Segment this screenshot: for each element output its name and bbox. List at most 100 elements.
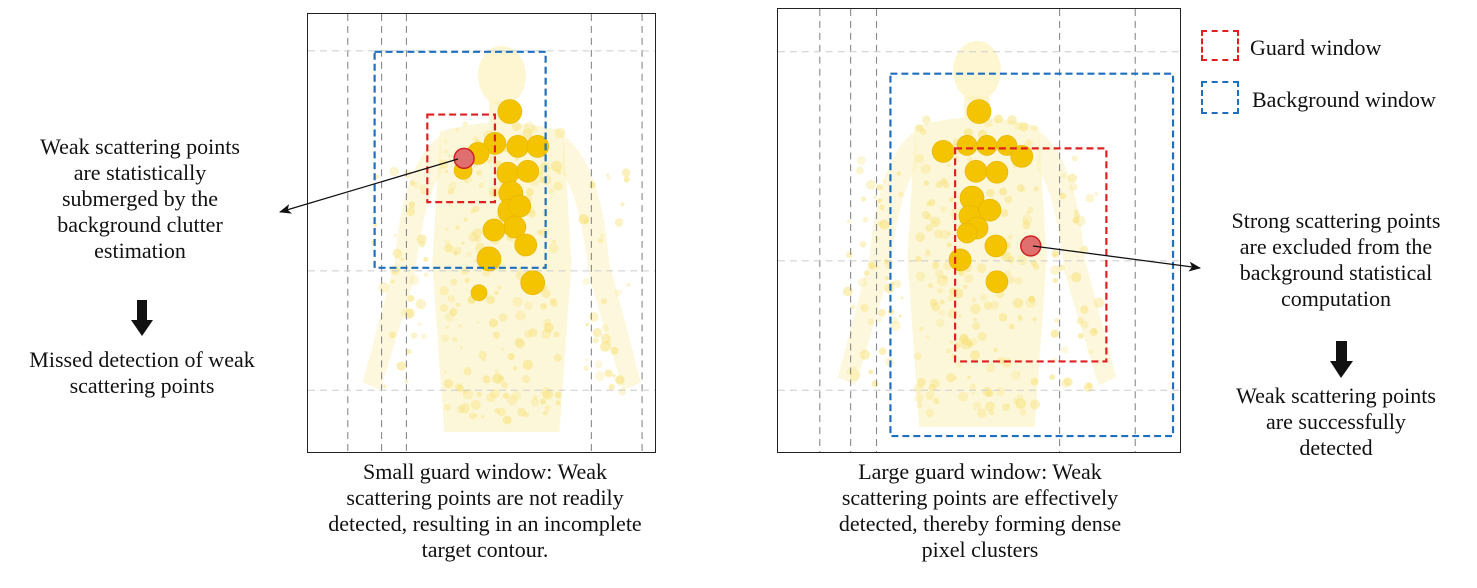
weak-scatter-point	[449, 204, 453, 208]
weak-scatter-point	[439, 285, 449, 296]
left-caption-line: target contour.	[421, 537, 549, 562]
weak-scatter-point	[919, 326, 924, 331]
weak-scatter-point	[859, 349, 870, 360]
weak-scatter-point	[464, 179, 469, 184]
weak-scatter-point	[868, 369, 874, 375]
weak-scatter-point	[916, 402, 923, 409]
weak-scatter-point	[932, 220, 937, 225]
weak-scatter-point	[1021, 214, 1033, 226]
weak-scatter-point	[407, 295, 415, 302]
weak-scatter-point	[922, 115, 931, 124]
strong-scatter-point	[984, 234, 1008, 258]
left-result-line: Missed detection of weak	[29, 347, 255, 372]
weak-scatter-point	[946, 372, 956, 383]
right-result-line: Weak scattering points	[1236, 383, 1436, 408]
weak-scatter-point	[1000, 208, 1009, 218]
left-caption: Small guard window: Weak scattering poin…	[300, 459, 670, 563]
torso-shape	[432, 122, 572, 433]
weak-scatter-point	[550, 299, 558, 307]
weak-scatter-point	[983, 301, 993, 310]
strong-scatter-point	[506, 135, 530, 158]
weak-scatter-point	[958, 314, 962, 318]
right-panel-image	[777, 8, 1181, 453]
weak-scatter-point	[466, 251, 472, 258]
guard-window-swatch	[1201, 30, 1239, 61]
weak-scatter-point	[890, 316, 899, 325]
weak-scatter-point	[600, 341, 611, 352]
weak-scatter-point	[1001, 357, 1012, 368]
weak-scatter-point	[884, 283, 895, 294]
weak-scatter-point	[1019, 408, 1027, 416]
weak-scatter-point	[898, 191, 904, 197]
weak-scatter-point	[443, 139, 448, 144]
weak-scatter-point	[594, 360, 603, 369]
right-arm-shape	[561, 135, 642, 391]
weak-scatter-point	[601, 298, 607, 305]
weak-scatter-point	[1018, 316, 1023, 321]
weak-scatter-point	[443, 378, 454, 389]
weak-scatter-point	[468, 412, 477, 420]
weak-scatter-point	[1073, 212, 1081, 219]
weak-scatter-point	[497, 407, 507, 417]
weak-scatter-point	[940, 206, 947, 213]
strong-scatter-point	[978, 198, 1002, 222]
right-caption: Large guard window: Weak scattering poin…	[800, 459, 1160, 563]
weak-scatter-point	[514, 337, 525, 347]
strong-scatter-point	[483, 132, 507, 155]
highlighted-weak-point	[1020, 235, 1042, 257]
weak-scatter-point	[1015, 398, 1027, 410]
weak-scatter-point	[615, 376, 626, 386]
right-body-scatter-map	[778, 9, 1180, 452]
left-result-line: scattering points	[69, 373, 215, 398]
weak-scatter-point	[592, 337, 599, 344]
left-arm-shape	[837, 130, 918, 386]
weak-scatter-point	[585, 358, 589, 362]
weak-scatter-point	[933, 397, 940, 405]
weak-scatter-point	[900, 296, 904, 300]
weak-scatter-point	[599, 233, 605, 238]
weak-scatter-point	[539, 162, 550, 173]
weak-scatter-point	[515, 310, 526, 321]
weak-scatter-point	[473, 259, 477, 263]
weak-scatter-point	[928, 383, 937, 392]
strong-scatter-point	[976, 135, 998, 156]
strong-scatter-point	[470, 284, 488, 302]
weak-scatter-point	[876, 184, 883, 191]
left-note-line: submerged by the	[61, 186, 218, 211]
weak-scatter-point	[972, 401, 982, 411]
weak-scatter-point	[1024, 139, 1034, 148]
weak-scatter-point	[935, 269, 944, 279]
weak-scatter-point	[1006, 403, 1010, 407]
background-window-swatch	[1201, 81, 1239, 114]
background-window-rect	[373, 50, 547, 269]
weak-scatter-point	[494, 368, 500, 374]
weak-scatter-point	[463, 217, 468, 222]
weak-scatter-point	[474, 236, 482, 243]
strong-scatter-point	[996, 135, 1018, 156]
weak-scatter-point	[528, 210, 536, 218]
left-result: Missed detection of weak scattering poin…	[0, 347, 284, 399]
weak-scatter-point	[958, 391, 969, 402]
weak-scatter-point	[507, 352, 515, 361]
strong-scatter-point	[496, 161, 520, 185]
weak-scatter-point	[403, 170, 412, 179]
guard-window-rect	[426, 113, 497, 204]
weak-scatter-point	[441, 334, 450, 343]
weak-scatter-point	[846, 219, 851, 224]
weak-scatter-point	[949, 340, 953, 344]
weak-scatter-point	[1087, 383, 1093, 388]
weak-scatter-point	[418, 240, 426, 248]
weak-scatter-point	[536, 229, 543, 236]
strong-scatter-point	[956, 135, 978, 156]
right-arm-shape	[1036, 130, 1117, 386]
weak-scatter-point	[455, 225, 461, 230]
weak-scatter-point	[865, 179, 876, 190]
weak-scatter-point	[552, 181, 563, 191]
weak-scatter-point	[482, 375, 491, 384]
weak-scatter-point	[621, 168, 631, 177]
weak-scatter-point	[444, 404, 451, 411]
weak-scatter-point	[523, 411, 529, 418]
weak-scatter-point	[882, 179, 886, 183]
weak-scatter-point	[423, 256, 429, 262]
weak-scatter-point	[982, 386, 992, 397]
